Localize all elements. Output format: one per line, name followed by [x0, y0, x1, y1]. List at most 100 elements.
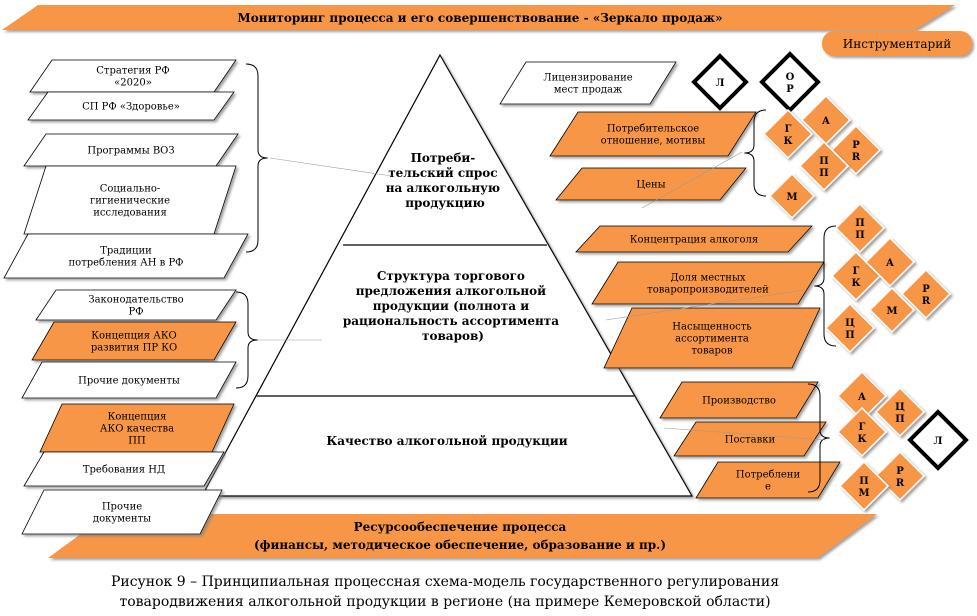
- right3-box-1-text: Поставки: [725, 435, 776, 446]
- brace-right3: [807, 383, 830, 493]
- brace-layer: [235, 63, 837, 493]
- left1-box-1-text: СП РФ «Здоровье»: [82, 102, 180, 113]
- left2-box-2-text: Прочие документы: [78, 376, 180, 387]
- right3-box-1: Поставки: [673, 421, 827, 457]
- top-banner-text: Мониторинг процесса и его совершенствова…: [237, 11, 722, 25]
- tool2-diamond-4-label: М: [886, 306, 897, 317]
- figure-caption: Рисунок 9 – Принципиальная процессная сх…: [111, 574, 779, 610]
- bottom-banner-line1: Ресурсообеспечение процесса: [354, 520, 567, 534]
- pyramid-top-text: Потреби- тельский спрос на алкогольную п…: [386, 151, 505, 210]
- brace-right2: [814, 225, 837, 347]
- right3-box-0-text: Производство: [702, 396, 776, 407]
- pointer-right1: [641, 151, 743, 209]
- tool2-diamond-2-label: А: [886, 258, 895, 269]
- tools-badge-text: Инструментарий: [843, 37, 951, 51]
- tool3-diamond-3-label: Л: [934, 436, 943, 447]
- pointer-right3: [663, 427, 827, 441]
- tools-badge: Инструментарий: [822, 31, 972, 56]
- top-banner: Мониторинг процесса и его совершенствова…: [2, 5, 955, 30]
- tool1-diamond-0-label: Л: [716, 78, 725, 89]
- brace-left2: [235, 291, 258, 389]
- left1-box-2-text: Программы ВОЗ: [87, 146, 174, 157]
- pointer-right2: [605, 289, 805, 321]
- left1-box-0-text: Стратегия РФ«2020»: [96, 66, 169, 89]
- right2-box-0-text: Концентрация алкоголя: [630, 235, 758, 246]
- tool1-diamond-6-label: М: [786, 192, 797, 203]
- tool2-diamond-2: А: [864, 236, 916, 288]
- pyramid-bottom-text: Качество алкогольной продукции: [326, 434, 567, 448]
- right1-box-2: Цены: [555, 167, 747, 201]
- brace-left1: [245, 63, 268, 253]
- right1-box-2-text: Цены: [636, 180, 665, 191]
- tool3-diamond-0-label: А: [858, 392, 867, 403]
- bottom-banner-line2: (финансы, методическое обеспечение, обра…: [254, 538, 666, 552]
- right2-box-0: Концентрация алкоголя: [575, 225, 813, 253]
- brace-right1: [744, 109, 767, 197]
- tool1-diamond-6: М: [768, 172, 816, 220]
- tool1-diamond-2-label: А: [822, 116, 831, 127]
- caption-line1: Рисунок 9 – Принципиальная процессная сх…: [111, 574, 779, 590]
- left3-box-1: Требования НД: [23, 451, 225, 487]
- left1-box-1: СП РФ «Здоровье»: [27, 91, 235, 121]
- box-layer: Стратегия РФ«2020» СП РФ «Здоровье» Програ…: [3, 59, 841, 535]
- left2-box-2: Прочие документы: [21, 361, 237, 399]
- tool2-diamond-4: М: [868, 286, 916, 334]
- pyramid: Потреби- тельский спрос на алкогольную п…: [200, 53, 694, 497]
- pyramid-middle-text: Структура торгового предложения алкоголь…: [343, 269, 563, 343]
- pointer-left1: [269, 157, 393, 177]
- tool1-diamond-0: Л: [691, 53, 749, 111]
- caption-line2: товародвижения алкогольной продукции в р…: [119, 594, 770, 610]
- left1-box-2: Программы ВОЗ: [23, 133, 239, 167]
- left1-box-0: Стратегия РФ«2020»: [29, 59, 237, 93]
- bottom-banner: Ресурсообеспечение процесса (финансы, ме…: [48, 514, 877, 558]
- right3-box-0: Производство: [659, 381, 819, 419]
- tool3-diamond-3: Л: [907, 409, 969, 471]
